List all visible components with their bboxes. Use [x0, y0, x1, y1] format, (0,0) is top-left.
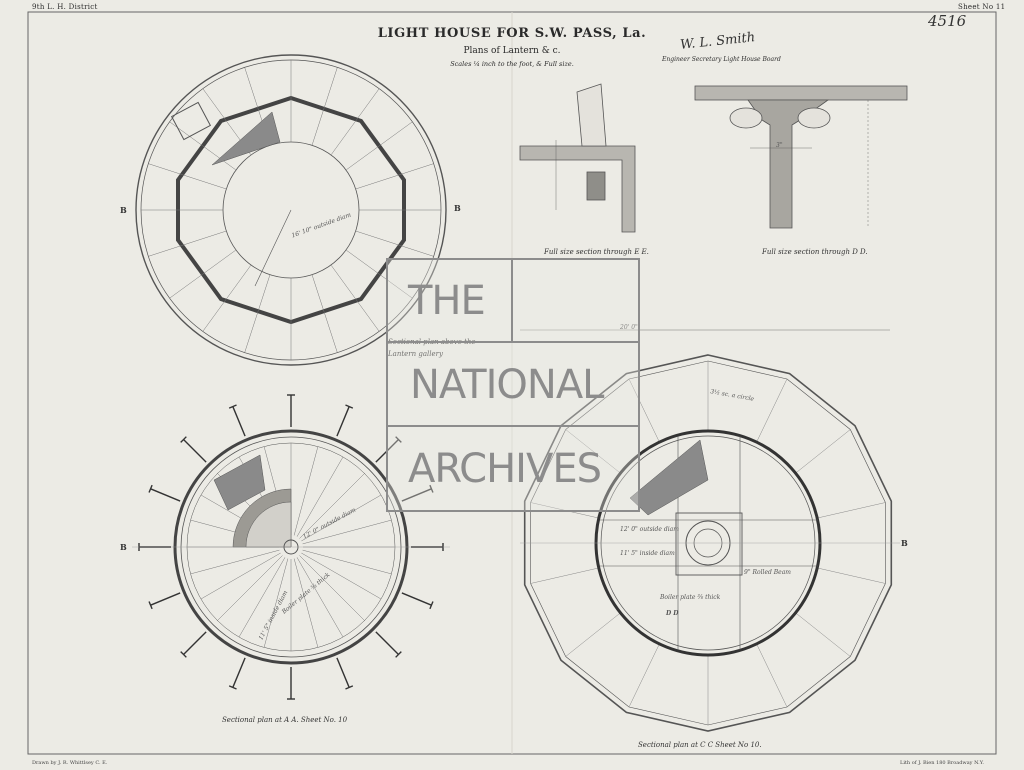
sheet-number: Sheet No 11	[958, 3, 1006, 11]
caption-bottom-right-plan: Sectional plan at C C Sheet No 10.	[638, 741, 762, 749]
caption-section-dd: Full size section through D D.	[762, 248, 868, 256]
dimension-outside-diam: 12' 0" outside diam	[620, 526, 679, 533]
plan-top-left	[135, 54, 447, 366]
boiler-plate-note: Boiler plate ⅜ thick	[660, 594, 721, 601]
archive-watermark: THE NATIONAL ARCHIVES	[386, 258, 640, 512]
caption-bottom-left-plan: Sectional plan at A A. Sheet No. 10	[222, 716, 348, 724]
catalogue-number: 4516	[928, 12, 967, 30]
section-dd-mark: D D	[666, 610, 679, 617]
dimension-span: 20' 0"	[620, 324, 638, 331]
scale-note: Scales ¼ inch to the foot, & Full size.	[450, 60, 574, 68]
caption-section-ee: Full size section through E E.	[544, 248, 649, 256]
rolled-beam-note: 9" Rolled Beam	[744, 569, 791, 576]
watermark-word-national: NATIONAL	[410, 362, 604, 408]
lithographer: Lith of J. Bien 180 Broadway N.Y.	[900, 760, 984, 766]
district-label: 9th L. H. District	[32, 3, 98, 11]
page-title: LIGHT HOUSE FOR S.W. PASS, La.	[377, 26, 647, 41]
plan-bottom-left	[132, 394, 450, 700]
drawn-by: Drawn by J. R. Whittlsey C. E.	[32, 760, 108, 766]
watermark-frame	[386, 258, 640, 512]
section-mark-b: B	[454, 203, 461, 213]
section-mark-b: B	[901, 538, 908, 548]
page-subtitle: Plans of Lantern & c.	[463, 46, 561, 56]
section-ee	[519, 83, 636, 233]
watermark-word-archives: ARCHIVES	[408, 446, 602, 492]
dimension-inside-diam: 11' 5" inside diam	[620, 550, 675, 557]
plan-bottom-right	[520, 329, 900, 732]
section-dd	[694, 85, 908, 229]
dimension-dd-width: 3"	[776, 142, 783, 149]
watermark-word-the: THE	[408, 278, 486, 324]
section-mark-b: B	[120, 542, 127, 552]
section-mark-b: B	[120, 205, 127, 215]
engineer-role: Engineer Secretary Light House Board	[662, 56, 781, 63]
